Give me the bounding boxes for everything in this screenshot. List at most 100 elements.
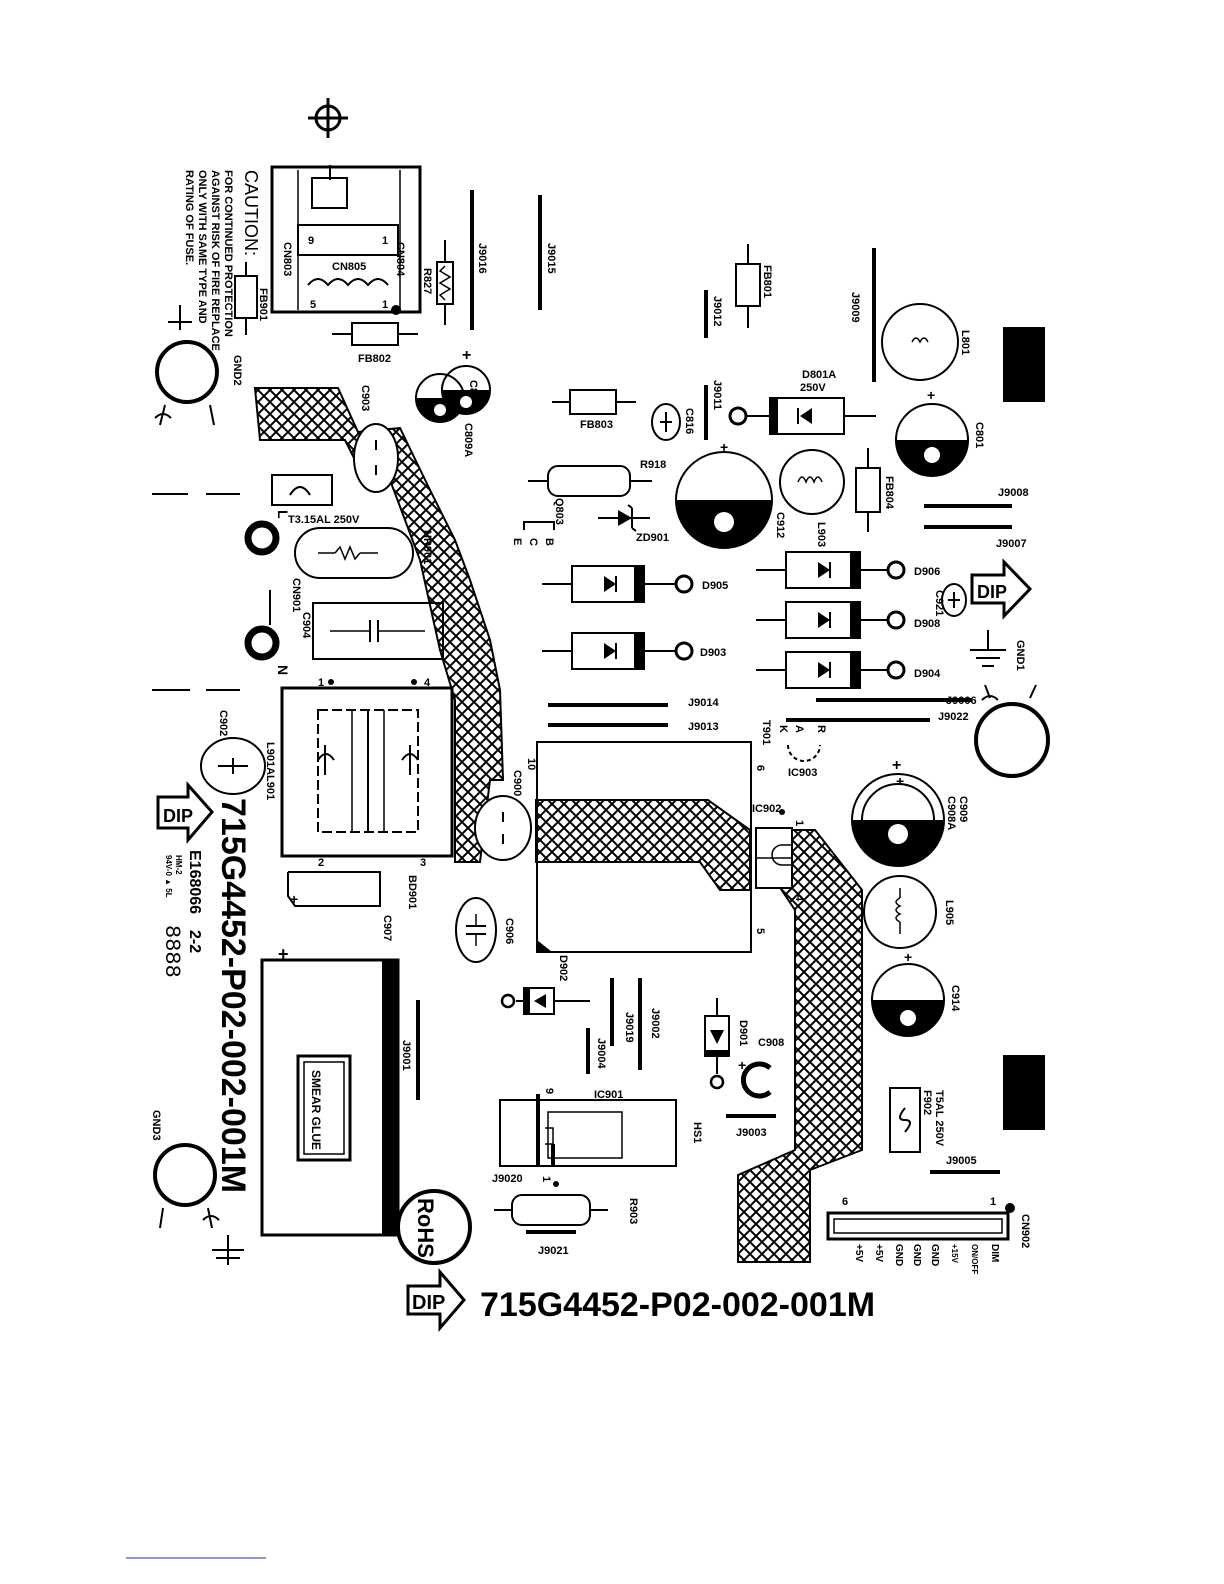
svg-text:+: + [904, 949, 912, 965]
f902-label: F902 [921, 1090, 933, 1115]
t901-pin5: 5 [754, 928, 766, 934]
cn805-pin5: 5 [310, 299, 316, 311]
c809a-label: C809A [462, 423, 474, 457]
c801-label: C801 [973, 422, 985, 448]
svg-text:+: + [278, 944, 289, 964]
svg-text:+: + [892, 757, 901, 774]
q803-b: B [543, 538, 555, 546]
l901-label: L901AL901 [264, 742, 276, 800]
caution-line-4: RATING OF FUSE. [183, 170, 195, 265]
c816-capacitor: C816 [651, 403, 695, 441]
f902-rating: T5AL 250V [933, 1090, 945, 1147]
gnd2-mounting-hole: GND2 [154, 305, 243, 426]
d901-diode: D901 [704, 998, 749, 1090]
c907-label: C907 [381, 915, 393, 941]
d908-diode: D908 [756, 601, 940, 639]
cn902-pin-onoff: ON/OFF [970, 1244, 979, 1274]
svg-text:+: + [927, 387, 935, 403]
ic902-pin4: 4 [793, 895, 805, 902]
fiducial-target-icon [308, 98, 348, 138]
l901-pin2: 2 [318, 857, 324, 869]
zd901-label: ZD901 [636, 532, 669, 544]
fb802-label: FB802 [358, 353, 391, 365]
d904-diode: D904 [756, 651, 941, 689]
smear-glue-text: SMEAR GLUE [309, 1070, 323, 1150]
fb801-label: FB801 [761, 265, 773, 298]
cert-line-3: HM-2 [174, 855, 183, 875]
j9003-label: J9003 [736, 1127, 767, 1139]
ic903-label: IC903 [788, 767, 817, 779]
c914-capacitor: + C914 [871, 949, 961, 1037]
d903-label: D903 [700, 647, 726, 659]
fb901-label: FB901 [257, 288, 269, 321]
line-terminal: L [244, 510, 291, 556]
cn902-connector: 6 1 CN902 DIM ON/OFF +15V GND GND GND +5… [826, 1196, 1031, 1274]
j9014-label: J9014 [688, 697, 719, 709]
c906-capacitor: C906 [455, 897, 515, 963]
pad-bottom-right [1003, 1055, 1045, 1130]
dip-bottom-text: DIP [412, 1292, 445, 1314]
c904-capacitor: C904 [300, 602, 444, 660]
d905-label: D905 [702, 580, 728, 592]
l801-inductor: L801 [881, 303, 971, 381]
hatch-zone-right [737, 829, 863, 1263]
gnd2-label: GND2 [231, 355, 243, 386]
r903-resistor: R903 [494, 1194, 639, 1226]
c921-label: C921 [933, 590, 945, 616]
c902-capacitor: C902 [200, 710, 266, 795]
c908-capacitor: + C908 [738, 1037, 784, 1099]
d906-label: D906 [914, 566, 940, 578]
ic903-regulator: IC903 K A R [777, 725, 827, 779]
svg-text:+: + [738, 1057, 746, 1073]
c912-capacitor: + C912 [675, 439, 786, 549]
d902-label: D902 [557, 955, 569, 981]
c909-capacitor: + + C909 C908A [851, 757, 969, 867]
caution-line-3: ONLY WITH SAME TYPE AND [196, 170, 208, 324]
l901-pin3: 3 [420, 857, 426, 869]
j9013-label: J9013 [688, 721, 719, 733]
ic901-pin1: 1 [540, 1176, 552, 1182]
fb804-bead: FB804 [855, 448, 895, 532]
d903-diode: D903 [542, 632, 726, 670]
ic902-optocoupler: IC902 1 4 [752, 803, 805, 902]
j9012-label: J9012 [711, 296, 723, 327]
cn805-pin1b: 1 [382, 299, 388, 311]
cn805-pin9: 9 [308, 235, 314, 247]
caution-line-2: AGAINST RISK OF FIRE REPLACE [209, 170, 221, 351]
q803-label: Q803 [553, 498, 565, 525]
svg-text:+: + [290, 891, 298, 907]
cn803-label: CN803 [281, 242, 293, 276]
nr901-thermistor: NR901 CN901 [290, 527, 433, 612]
c903-label: C903 [359, 385, 371, 411]
gnd3-mounting-hole: GND3 [150, 1110, 244, 1265]
l903-label: L903 [815, 522, 827, 547]
neutral-terminal: N [244, 625, 291, 675]
dip-side-text: DIP [163, 806, 193, 826]
nr901-label: NR901 [421, 530, 433, 564]
l905-label: L905 [943, 900, 955, 925]
fb803-label: FB803 [580, 419, 613, 431]
svg-text:+: + [720, 439, 728, 455]
c906-label: C906 [503, 918, 515, 944]
t901-pin6: 6 [754, 765, 766, 771]
ic901-pin9: 9 [543, 1088, 555, 1094]
ic902-pin1: 1 [793, 820, 805, 826]
cn804-label: CN804 [394, 242, 406, 277]
j9015-label: J9015 [545, 243, 557, 274]
t901-label: T901 [760, 720, 772, 745]
gnd3-label: GND3 [150, 1110, 162, 1141]
d908-label: D908 [914, 618, 940, 630]
cn902-pin-gnd-b: GND [911, 1244, 922, 1266]
cn805-pin1: 1 [382, 235, 388, 247]
q803-c: C [527, 538, 539, 546]
c907-bulk-capacitor: + SMEAR GLUE [260, 944, 400, 1237]
l901-pin4: 4 [424, 677, 431, 689]
l903-inductor: L903 [779, 449, 845, 547]
dip-right-text: DIP [977, 582, 1007, 602]
c921-capacitor: C921 [933, 583, 967, 617]
cn902-label: CN902 [1019, 1214, 1031, 1248]
c908-label: C908 [758, 1037, 784, 1049]
hatch-zone-transformer [535, 799, 751, 891]
l901-choke: 1 4 2 3 L901AL901 [264, 677, 454, 869]
j9007-label: J9007 [996, 538, 1027, 550]
